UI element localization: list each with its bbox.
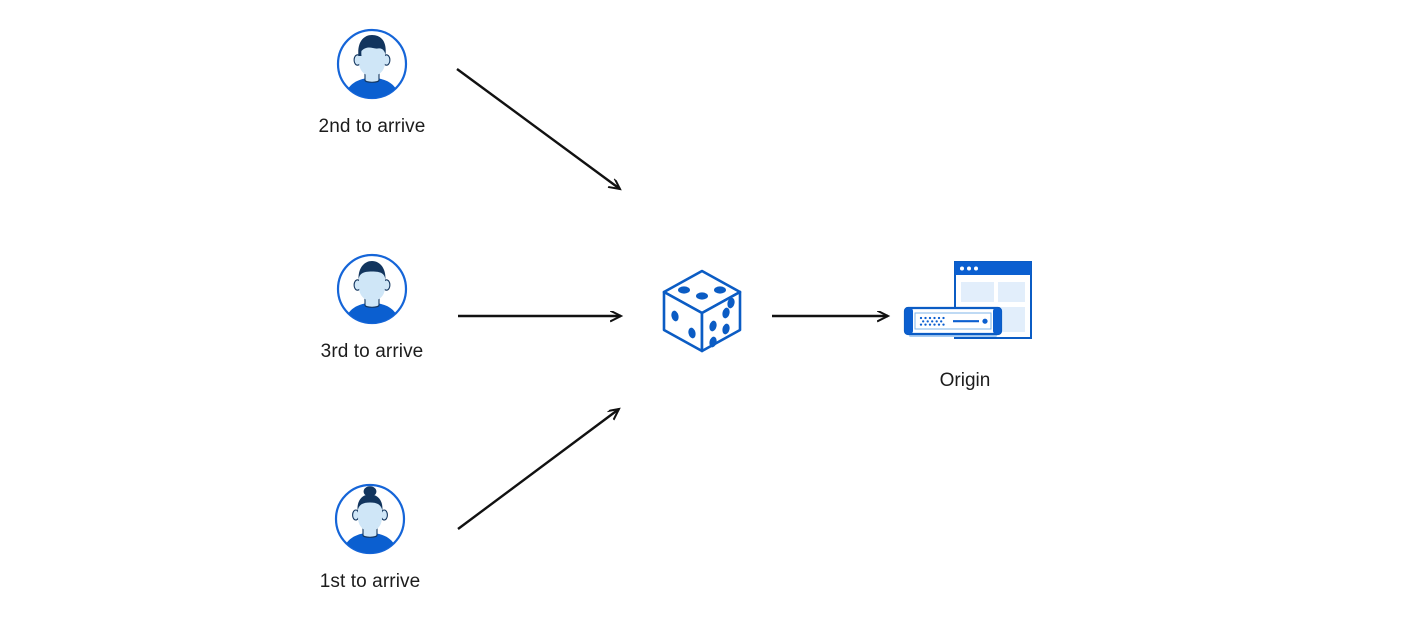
arrow-first-to-dice: [457, 409, 619, 530]
actor-second-to-arrive: 2nd to arrive: [292, 26, 452, 138]
arrow-second-to-dice: [456, 68, 620, 189]
dice-cube-icon: [656, 265, 748, 357]
actor-third-to-arrive: 3rd to arrive: [292, 251, 452, 363]
actor-first-to-arrive: 1st to arrive: [290, 481, 450, 593]
server-appliance-icon: [903, 306, 1003, 337]
user-avatar-icon: [334, 251, 410, 327]
actor-label: 3rd to arrive: [320, 341, 424, 362]
user-avatar-icon: [332, 481, 408, 557]
actor-label: 2nd to arrive: [318, 116, 426, 137]
actor-label: 1st to arrive: [319, 571, 421, 592]
origin-node: Origin: [870, 258, 1060, 392]
origin-label: Origin: [939, 370, 991, 391]
user-avatar-icon: [334, 26, 410, 102]
origin-server-icon: [895, 258, 1035, 358]
